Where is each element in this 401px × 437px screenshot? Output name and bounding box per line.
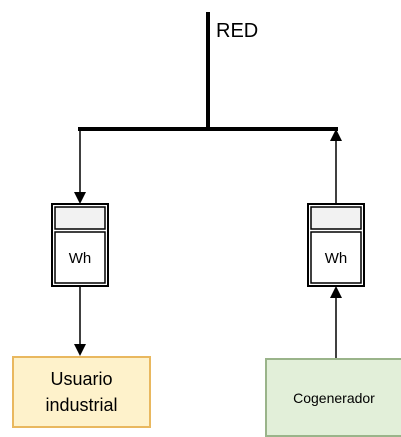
left-energy-meter xyxy=(51,203,109,287)
generator-label: Cogenerador xyxy=(293,389,375,406)
left-meter-label: Wh xyxy=(68,250,92,267)
industrial-user-box: Usuario industrial xyxy=(12,356,151,428)
arrow-up-icon xyxy=(330,129,342,141)
arrow-down-icon xyxy=(74,344,86,356)
arrow-down-icon xyxy=(74,192,86,204)
cogenerator-box: Cogenerador xyxy=(265,358,401,437)
right-energy-meter xyxy=(307,203,365,287)
generator-box-fill xyxy=(265,358,401,437)
consumer-box-fill xyxy=(12,356,151,428)
arrow-up-icon xyxy=(330,286,342,298)
consumer-label-line1: Usuario xyxy=(50,369,113,389)
consumer-label-line2: industrial xyxy=(45,395,118,415)
grid-label: RED xyxy=(216,20,259,42)
right-meter-label: Wh xyxy=(324,250,348,267)
